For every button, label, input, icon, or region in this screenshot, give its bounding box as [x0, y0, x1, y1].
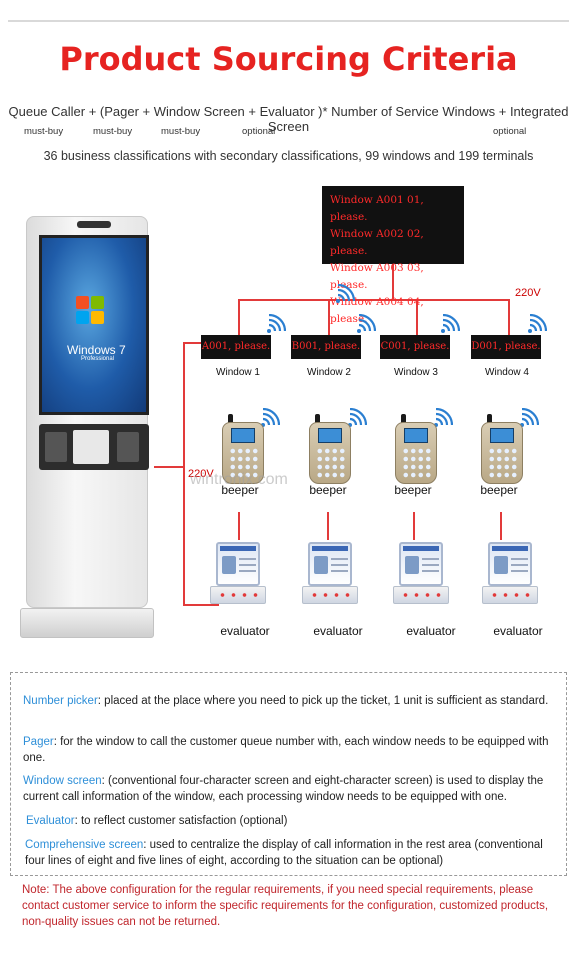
wire — [154, 466, 184, 468]
pager-label-2: beeper — [309, 483, 347, 497]
evaluator-device-1 — [210, 542, 266, 606]
wire — [500, 512, 502, 540]
pager-label-4: beeper — [480, 483, 518, 497]
pager-device-2 — [309, 414, 351, 486]
voltage-label-top: 220V — [515, 287, 541, 299]
wire — [183, 604, 219, 606]
kiosk-control-panel — [39, 424, 149, 470]
window-label-3: Window 3 — [394, 367, 438, 378]
top-divider — [8, 12, 569, 22]
tag-evaluator: optional — [242, 126, 276, 137]
requirements-note: Note: The above configuration for the re… — [22, 884, 549, 928]
page-title: Product Sourcing Criteria — [59, 40, 518, 78]
pager-label-1: beeper — [221, 483, 259, 497]
wire — [413, 512, 415, 540]
pager-device-4 — [481, 414, 523, 486]
os-edition: Professional — [81, 356, 115, 362]
pager-device-3 — [395, 414, 437, 486]
wire — [416, 299, 418, 335]
window-screen-1: A001, please. — [201, 335, 271, 359]
windows-logo-icon — [76, 296, 106, 326]
wifi-icon — [266, 314, 286, 334]
evaluator-label-4: evaluator — [493, 624, 543, 638]
wire — [238, 299, 510, 301]
wire — [508, 299, 510, 335]
os-name: Windows 7 — [67, 343, 126, 357]
info-text: : for the window to call the customer qu… — [23, 736, 549, 764]
wire — [327, 512, 329, 540]
info-key: Comprehensive screen — [25, 839, 144, 851]
window-label-4: Window 4 — [485, 367, 529, 378]
tag-integrated-screen: optional — [493, 126, 527, 137]
integrated-screen-line: Window A002 02, please. — [330, 228, 424, 257]
wire — [238, 299, 240, 335]
window-screen-3: C001, please. — [380, 335, 450, 359]
info-window-screen: Window screen: (conventional four-charac… — [23, 773, 563, 805]
evaluator-label-2: evaluator — [313, 624, 363, 638]
camera-icon — [77, 221, 111, 228]
info-text: : (conventional four-character screen an… — [23, 775, 544, 803]
info-pager: Pager: for the window to call the custom… — [23, 734, 558, 766]
window-label-2: Window 2 — [307, 367, 351, 378]
evaluator-device-2 — [302, 542, 358, 606]
wifi-icon — [335, 284, 355, 304]
tag-queue-caller: must-buy — [24, 126, 64, 137]
evaluator-device-3 — [393, 542, 449, 606]
info-key: Pager — [23, 736, 54, 748]
wifi-icon — [356, 314, 376, 334]
info-text: : placed at the place where you need to … — [97, 695, 549, 707]
wire — [238, 512, 240, 540]
card-reader-icon — [45, 432, 67, 462]
wifi-icon — [527, 314, 547, 334]
info-key: Evaluator — [26, 815, 75, 827]
tag-pager: must-buy — [93, 126, 133, 137]
component-info-box: Number picker: placed at the place where… — [10, 672, 567, 876]
info-comprehensive-screen: Comprehensive screen: used to centralize… — [25, 837, 560, 869]
wifi-icon — [440, 314, 460, 334]
evaluator-label-1: evaluator — [220, 624, 270, 638]
evaluator-device-4 — [482, 542, 538, 606]
wire — [328, 299, 330, 335]
integrated-screen: Window A001 01, please. Window A002 02, … — [322, 186, 464, 325]
info-key: Window screen — [23, 775, 102, 787]
integrated-screen-line: Window A001 01, please. — [330, 194, 424, 223]
kiosk-base — [20, 608, 154, 638]
window-screen-4: D001, please. — [471, 335, 541, 359]
pager-label-3: beeper — [394, 483, 432, 497]
info-evaluator: Evaluator: to reflect customer satisfact… — [26, 813, 556, 829]
evaluator-label-3: evaluator — [406, 624, 456, 638]
window-label-1: Window 1 — [216, 367, 260, 378]
tag-window-screen: must-buy — [161, 126, 201, 137]
capacity-description: 36 business classifications with seconda… — [43, 149, 534, 163]
scanner-icon — [117, 432, 139, 462]
pager-device-1 — [222, 414, 264, 486]
ticket-printer-icon — [73, 430, 109, 464]
info-text: : to reflect customer satisfaction (opti… — [74, 815, 288, 827]
integrated-screen-line: Window A003 03, please. — [330, 262, 424, 291]
configuration-formula: Queue Caller + (Pager + Window Screen + … — [8, 104, 569, 134]
info-text: : used to centralize the display of call… — [25, 839, 543, 867]
watermark: wintronix.com — [190, 471, 288, 488]
info-number-picker: Number picker: placed at the place where… — [23, 693, 553, 709]
window-screen-2: B001, please. — [291, 335, 361, 359]
wire — [392, 264, 394, 300]
voltage-label-left: 220V — [188, 468, 214, 480]
wire — [183, 342, 203, 344]
wire — [183, 342, 185, 605]
info-key: Number picker — [23, 695, 98, 707]
